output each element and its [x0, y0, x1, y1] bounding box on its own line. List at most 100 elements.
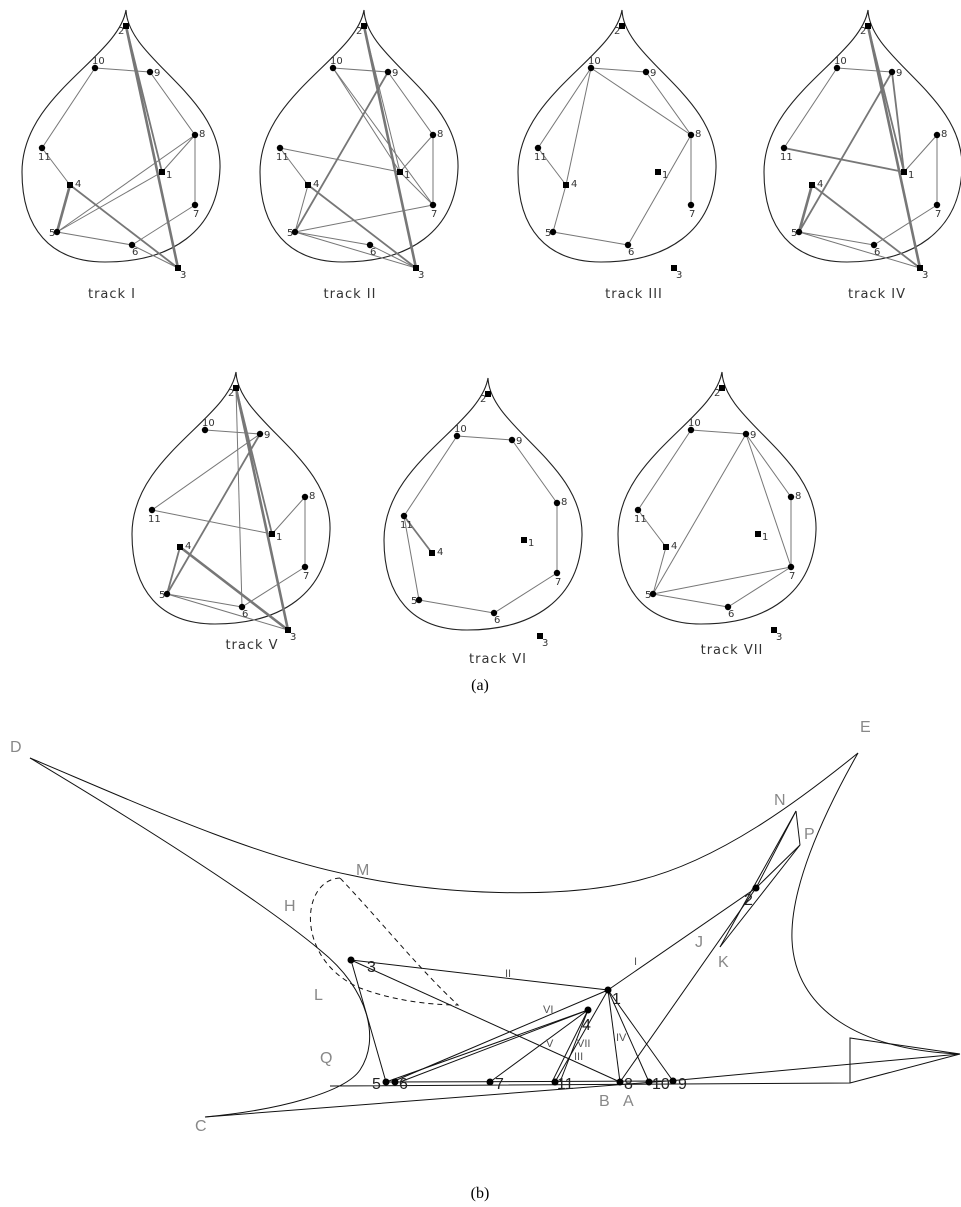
edge-1-8: [271, 496, 306, 535]
node-label-8: 8: [309, 491, 315, 502]
node-10: [687, 426, 695, 434]
node-label-10: 10: [688, 418, 701, 429]
track-label-ii: II: [505, 968, 511, 980]
edge-5-6: [798, 231, 875, 246]
edge-2-1: [363, 25, 401, 173]
node-label-6: 6: [399, 1076, 408, 1093]
node-1: [655, 169, 661, 175]
node-label-10: 10: [588, 56, 601, 67]
node-7: [553, 569, 561, 577]
line-3-5: [350, 959, 387, 1083]
track-label: track II: [324, 287, 377, 302]
node-label-4: 4: [671, 541, 677, 552]
node-label-8: 8: [941, 129, 947, 140]
edge-9-8: [387, 71, 434, 136]
edge-6-3: [131, 244, 179, 269]
node-label-6: 6: [728, 609, 734, 620]
edge-11-4: [279, 147, 309, 186]
edge-4-3: [69, 184, 179, 269]
curve-d-to-e: [29, 752, 859, 894]
track-edges: [537, 67, 692, 246]
node-label-1: 1: [908, 170, 914, 181]
edge-5-6: [294, 231, 371, 246]
node-2: [485, 391, 491, 397]
node-label-7: 7: [193, 209, 199, 220]
node-label-10: 10: [202, 418, 215, 429]
edge-2-3: [125, 25, 179, 269]
edge-1-7: [399, 171, 434, 206]
line-3-1: [350, 959, 609, 991]
line-1-8: [607, 989, 621, 1083]
node-label-7: 7: [935, 209, 941, 220]
line-4-11: [559, 1009, 589, 1083]
node-label-3: 3: [290, 632, 296, 643]
edge-5-7: [294, 204, 434, 233]
node-9: [146, 68, 154, 76]
node-label-5: 5: [791, 228, 797, 239]
node-7: [787, 563, 795, 571]
edge-8-1: [399, 134, 434, 173]
edge-11-9: [151, 433, 261, 511]
track-label: track III: [605, 287, 663, 302]
edge-10-9: [332, 67, 389, 73]
edge-4-3: [179, 546, 289, 631]
edge-2-6: [235, 387, 243, 608]
track-label: track VII: [701, 643, 764, 658]
node-7: [687, 201, 695, 209]
node-label-8: 8: [199, 129, 205, 140]
node-label-4: 4: [437, 547, 443, 558]
node-9: [888, 68, 896, 76]
node-label-3: 3: [542, 638, 548, 649]
edge-10-9: [204, 429, 261, 435]
label-h: H: [284, 898, 296, 915]
edge-5-6: [56, 231, 133, 246]
label-n: N: [774, 792, 786, 809]
node-label-4: 4: [817, 179, 823, 190]
node-label-1: 1: [276, 532, 282, 543]
node-11: [780, 144, 788, 152]
track-outline: [617, 371, 817, 625]
node-9: [256, 430, 264, 438]
node-10: [587, 64, 595, 72]
track-edges: [783, 25, 938, 269]
edge-1-5: [56, 171, 163, 233]
node-label-9: 9: [516, 436, 522, 447]
edge-4-5: [552, 184, 567, 233]
node-9: [669, 1077, 677, 1085]
label-m: M: [356, 862, 369, 879]
track-outline: [131, 371, 331, 625]
node-label-11: 11: [276, 152, 289, 163]
edge-5-3: [798, 231, 921, 269]
node-4: [809, 182, 815, 188]
label-b: B: [599, 1093, 610, 1110]
node-4: [584, 1006, 592, 1014]
node-label-1: 1: [528, 538, 534, 549]
node-label-4: 4: [571, 179, 577, 190]
edge-4-5: [56, 184, 71, 233]
edge-11-4: [637, 509, 667, 548]
line-4-6: [399, 1009, 589, 1083]
node-10: [453, 432, 461, 440]
node-label-11: 11: [400, 520, 413, 531]
edge-9-8: [645, 71, 692, 136]
node-label-9: 9: [154, 68, 160, 79]
node-5: [649, 590, 657, 598]
edge-11-1: [151, 509, 273, 535]
track-label: track VI: [469, 652, 527, 667]
edge-9-5: [798, 71, 893, 233]
node-label-6: 6: [874, 247, 880, 258]
node-1: [269, 531, 275, 537]
node-2: [361, 23, 367, 29]
node-11: [534, 144, 542, 152]
label-a: A: [623, 1093, 634, 1110]
line-4-7: [489, 1009, 589, 1083]
node-6: [870, 241, 878, 249]
edge-2-1: [125, 25, 163, 173]
edge-2-3: [363, 25, 417, 269]
edge-5-3: [294, 231, 417, 269]
